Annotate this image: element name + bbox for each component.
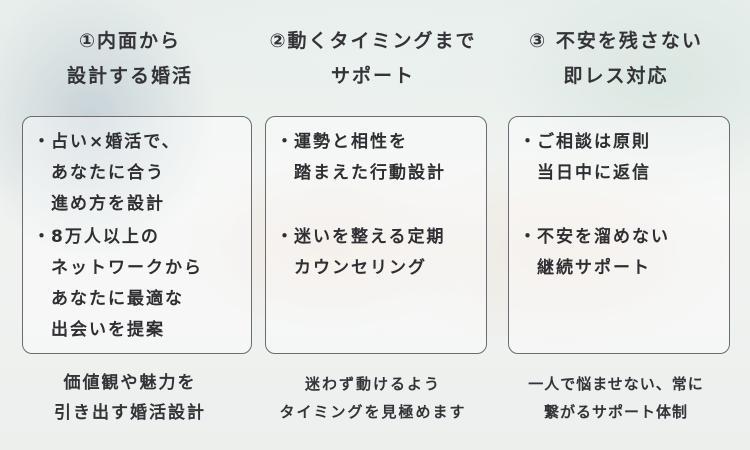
- footer-line-1: 一人で悩ませない、常に: [528, 375, 704, 393]
- bullet-text: カウンセリング: [294, 258, 427, 278]
- bullet-text: 当日中に返信: [537, 163, 651, 183]
- column-footer: 一人で悩ませない、常に 繋がるサポート体制: [496, 370, 736, 426]
- bullet-text: 運勢と相性を: [294, 132, 408, 152]
- bullet-text: 不安を溜めない: [537, 227, 670, 247]
- bullet-dot: ・: [519, 132, 538, 152]
- column-title-line-1: ①内面から: [78, 30, 182, 52]
- bullet-text: ネットワークから: [51, 258, 203, 278]
- bullet-text: 進め方を設計: [51, 194, 165, 214]
- bullet-item: ・運勢と相性を 踏まえた行動設計: [276, 127, 446, 189]
- bullet-text: あなたに合う: [51, 163, 165, 183]
- column-title-line-2: サポート: [330, 65, 415, 87]
- bullet-item: ・迷いを整える定期 カウンセリング: [276, 222, 446, 284]
- column-title-line-1: ③ 不安を残さない: [529, 30, 703, 52]
- bullet-item: ・占い×婚活で、 あなたに合う 進め方を設計: [33, 127, 181, 220]
- bullet-text: あなたに最適な: [51, 289, 184, 309]
- bullet-text: 迷いを整える定期: [294, 227, 446, 247]
- feature-details-box: ・ご相談は原則 当日中に返信 ・不安を溜めない 継続サポート: [508, 116, 730, 354]
- bullet-dot: ・: [276, 132, 295, 152]
- bullet-dot: ・: [519, 227, 538, 247]
- footer-line-2: 繋がるサポート体制: [543, 403, 688, 421]
- column-title-line-2: 即レス対応: [563, 65, 669, 87]
- bullet-text: 踏まえた行動設計: [294, 163, 446, 183]
- feature-details-box: ・占い×婚活で、 あなたに合う 進め方を設計 ・8万人以上の ネットワークから …: [22, 116, 252, 354]
- bullet-text: 8万人以上の: [51, 227, 160, 247]
- column-title: ②動くタイミングまで サポート: [253, 24, 493, 94]
- feature-details-box: ・運勢と相性を 踏まえた行動設計 ・迷いを整える定期 カウンセリング: [265, 116, 487, 354]
- column-footer: 価値観や魅力を 引き出す婚活設計: [10, 368, 250, 428]
- bullet-text: 占い×婚活で、: [51, 132, 181, 152]
- bullet-text: 出会いを提案: [51, 320, 165, 340]
- bullet-text: ご相談は原則: [537, 132, 651, 152]
- column-title: ①内面から 設計する婚活: [10, 24, 250, 94]
- footer-line-2: 引き出す婚活設計: [54, 403, 206, 423]
- bullet-dot: ・: [33, 227, 52, 247]
- bullet-item: ・不安を溜めない 継続サポート: [519, 222, 670, 284]
- bullet-dot: ・: [33, 132, 52, 152]
- footer-line-2: タイミングを見極めます: [279, 403, 467, 421]
- column-title: ③ 不安を残さない 即レス対応: [496, 24, 736, 94]
- column-title-line-2: 設計する婚活: [66, 65, 193, 87]
- footer-line-1: 迷わず動けるよう: [304, 375, 441, 393]
- footer-line-1: 価値観や魅力を: [63, 373, 197, 393]
- column-title-line-1: ②動くタイミングまで: [269, 30, 477, 52]
- bullet-item: ・8万人以上の ネットワークから あなたに最適な 出会いを提案: [33, 222, 203, 346]
- bullet-item: ・ご相談は原則 当日中に返信: [519, 127, 651, 189]
- bullet-dot: ・: [276, 227, 295, 247]
- bullet-text: 継続サポート: [537, 258, 651, 278]
- column-footer: 迷わず動けるよう タイミングを見極めます: [253, 370, 493, 426]
